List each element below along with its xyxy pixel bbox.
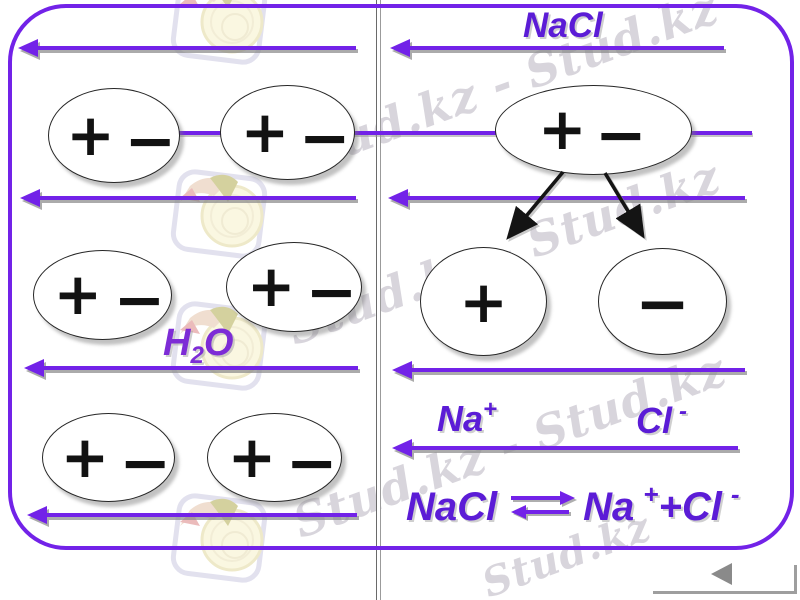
- negative-pole-sign: −: [113, 263, 166, 337]
- dissociation-equation: NaCl Na + +Cl -: [406, 481, 740, 529]
- positive-pole-sign: +: [240, 97, 290, 166]
- flow-arrow-right-panel: [390, 39, 724, 57]
- positive-charge-sign: +: [459, 267, 508, 336]
- negative-pole-sign: −: [594, 98, 647, 172]
- nav-underline: [653, 591, 797, 594]
- molecule-row-line: [58, 131, 752, 135]
- flow-arrow-right-panel: [392, 361, 745, 379]
- flow-arrow-left: [24, 359, 358, 377]
- flow-arrow-left: [20, 189, 356, 207]
- positive-pole-sign: +: [537, 95, 587, 164]
- water-molecule: + −: [220, 85, 355, 180]
- negative-pole-sign: −: [298, 101, 351, 175]
- water-molecule: + −: [42, 413, 175, 502]
- stud-kz-logo-watermark-icon: [170, 0, 268, 65]
- panel-divider-line: [376, 0, 381, 600]
- flow-arrow-right-panel: [388, 189, 745, 207]
- sodium-ion-label: Na+: [437, 396, 498, 439]
- positive-pole-sign: +: [246, 252, 296, 321]
- slide-border: [8, 4, 794, 550]
- nav-underline-end: [794, 565, 797, 594]
- water-molecule: + −: [48, 88, 180, 183]
- positive-pole-sign: +: [227, 422, 277, 491]
- nacl-title-label: NaCl: [523, 6, 603, 45]
- stud-kz-logo-watermark-icon: [170, 493, 268, 583]
- chloride-ion-circle: −: [598, 248, 727, 355]
- sodium-ion-circle: +: [420, 247, 547, 356]
- chloride-ion-label: Cl-: [636, 398, 687, 441]
- positive-pole-sign: +: [60, 422, 110, 491]
- water-molecule: + −: [226, 242, 362, 332]
- negative-pole-sign: −: [305, 255, 358, 329]
- negative-pole-sign: −: [119, 425, 172, 499]
- nacl-molecule: + −: [495, 85, 692, 175]
- equation-cl-charge: -: [730, 479, 740, 509]
- water-molecule: + −: [33, 250, 172, 340]
- positive-pole-sign: +: [53, 260, 103, 329]
- negative-charge-sign: −: [634, 264, 691, 342]
- equation-product-cl: +Cl: [658, 485, 722, 529]
- negative-pole-sign: −: [285, 425, 338, 499]
- negative-pole-sign: −: [124, 104, 177, 178]
- stud-kz-logo-watermark-icon: [170, 169, 268, 259]
- positive-pole-sign: +: [66, 100, 115, 169]
- h2o-label: H2O: [163, 322, 234, 369]
- water-molecule: + −: [207, 413, 342, 502]
- previous-slide-button[interactable]: [711, 563, 732, 585]
- equation-product-na: Na: [583, 485, 635, 529]
- equation-na-charge: +: [643, 479, 659, 509]
- flow-arrow-right-panel: [392, 439, 738, 457]
- equation-reactant: NaCl: [406, 485, 498, 529]
- equilibrium-arrows-icon: [511, 491, 576, 525]
